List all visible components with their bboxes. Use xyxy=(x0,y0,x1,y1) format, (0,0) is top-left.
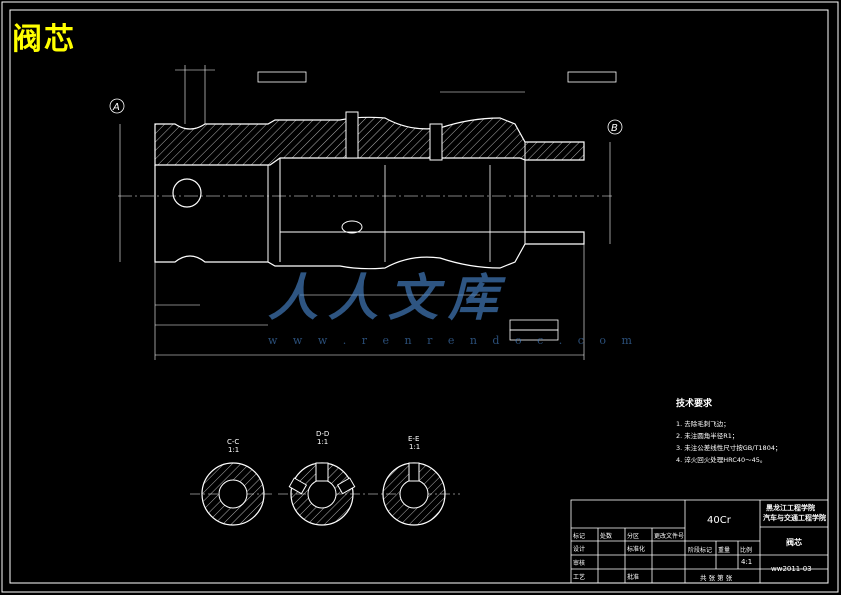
section-view-e: E-E 1:1 xyxy=(368,435,460,526)
tb-process: 工艺 xyxy=(573,574,586,581)
radial-hole-top-2 xyxy=(429,123,443,161)
datum-a-circle xyxy=(109,98,125,114)
tech-item-3: 3. 未注公差线性尺寸按GB/T1804； xyxy=(676,444,782,452)
tb-mark: 标记 xyxy=(573,533,586,540)
section-view-d: D-D 1:1 xyxy=(278,430,365,526)
watermark-text: 人人文库 xyxy=(268,268,508,327)
title-block-grid xyxy=(570,499,829,584)
tolerance-frames xyxy=(257,71,617,341)
material: 40Cr xyxy=(707,515,731,526)
tech-item-1: 1. 去除毛刺飞边； xyxy=(676,420,730,428)
tb-count: 处数 xyxy=(600,533,613,540)
datum-b-circle xyxy=(607,119,623,135)
stage-header: 阶段标记 xyxy=(688,547,713,554)
sheet-footer: 共 张 第 张 xyxy=(700,574,733,582)
watermark-url: w w w . r e n r e n d o c . c o m xyxy=(268,334,638,347)
school-line2: 汽车与交通工程学院 xyxy=(763,514,826,522)
tech-requirements-title: 技术要求 xyxy=(676,399,713,409)
tech-item-2: 2. 未注圆角半径R1； xyxy=(676,432,739,440)
dimension-lines xyxy=(119,65,611,360)
section-e-top: E-E xyxy=(408,435,419,443)
section-d-bottom: 1:1 xyxy=(317,438,328,446)
datum-b-label: B xyxy=(611,123,618,134)
part-name: 阀芯 xyxy=(786,538,802,547)
tb-approve: 批准 xyxy=(627,574,640,581)
drawing-title: 阀芯 xyxy=(12,22,76,57)
tech-item-4: 4. 淬火回火处理HRC40～45。 xyxy=(676,456,767,464)
scale-header: 比例 xyxy=(740,547,753,554)
shaft-outline-lower xyxy=(154,165,585,270)
school-line1: 黑龙江工程学院 xyxy=(766,504,815,512)
section-d-top: D-D xyxy=(316,430,329,438)
tb-check: 审核 xyxy=(573,560,586,567)
section-e-bottom: 1:1 xyxy=(409,443,420,451)
section-view-c: C-C 1:1 xyxy=(190,438,275,526)
cross-hole xyxy=(172,178,202,208)
tb-file-no: 更改文件号 xyxy=(654,533,685,540)
drawing-number: ww2011-03 xyxy=(771,565,812,573)
datum-a-label: A xyxy=(112,102,120,113)
inner-frame xyxy=(9,9,829,584)
weight-header: 重量 xyxy=(718,547,731,554)
scale-value: 4:1 xyxy=(741,558,753,566)
section-c-top: C-C xyxy=(227,438,239,446)
section-c-bottom: 1:1 xyxy=(228,446,239,454)
tb-zone: 分区 xyxy=(627,533,640,540)
radial-hole-top-1 xyxy=(345,111,359,159)
tb-standard: 标准化 xyxy=(627,546,646,553)
tb-design: 设计 xyxy=(573,546,586,553)
shaft-section-upper xyxy=(154,116,585,166)
oil-hole xyxy=(341,220,363,234)
